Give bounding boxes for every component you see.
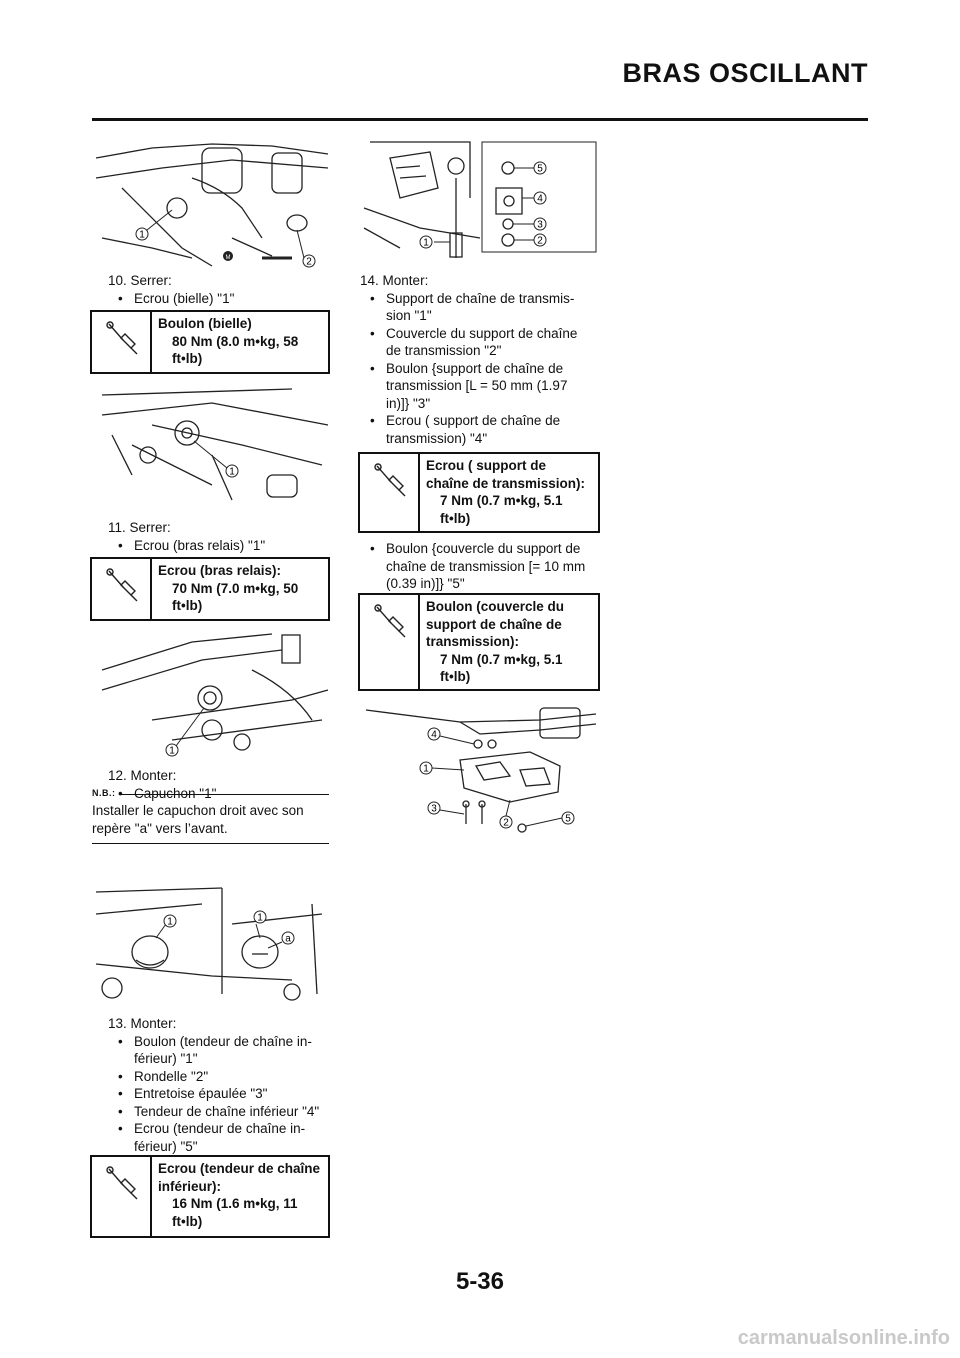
lubricant-marker: M [226, 255, 231, 261]
torque-wrench-icon [360, 454, 420, 531]
step-14: 14. Monter: Support de chaîne de transmi… [360, 272, 605, 447]
figure-chain-support-assembly: 4 1 3 2 5 [360, 700, 600, 835]
callout-1b: 1 [257, 913, 263, 924]
callout-1: 1 [139, 230, 145, 241]
callout-2: 2 [537, 236, 543, 247]
note-box: N.B.: Installer le capuchon droit avec s… [92, 788, 329, 844]
step-13: 13. Monter: Boulon (tendeur de chaîne in… [108, 1015, 338, 1155]
callout-a: a [285, 934, 291, 945]
callout-1: 1 [423, 238, 429, 249]
torque-wrench-icon [92, 559, 152, 619]
callout-1: 1 [229, 467, 235, 478]
list-item: Ecrou (tendeur de chaîne in-férieur) "5" [108, 1120, 338, 1155]
torque-wrench-icon [360, 595, 420, 689]
list-item: Rondelle "2" [108, 1068, 338, 1086]
torque-wrench-icon [92, 1157, 152, 1236]
step-11: 11. Serrer: Ecrou (bras relais) "1" [108, 519, 338, 554]
list-item: Ecrou (bras relais) "1" [108, 537, 338, 555]
list-item: Support de chaîne de transmis-sion "1" [360, 290, 605, 325]
figure-cap: 1 [92, 630, 330, 758]
step-10: 10. Serrer: Ecrou (bielle) "1" [108, 272, 338, 307]
callout-1: 1 [169, 746, 175, 757]
callout-2: 2 [503, 818, 509, 829]
callout-2: 2 [306, 257, 312, 268]
figure-cap-detail: 1 1 a [92, 884, 330, 1004]
page-number: 5-36 [455, 1268, 505, 1295]
list-item: Ecrou (bielle) "1" [108, 290, 338, 308]
callout-1: 1 [167, 917, 173, 928]
note-label: N.B.: [92, 788, 116, 798]
list-item: Ecrou ( support de chaîne detransmission… [360, 412, 605, 447]
callout-5: 5 [537, 164, 543, 175]
figure-swingarm-link-nut: 1 2 M [92, 138, 330, 270]
watermark: carmanualsonline.info [737, 1327, 950, 1349]
figure-relay-arm-nut: 1 [92, 385, 330, 507]
list-item: Capuchon "1" [108, 785, 338, 803]
page-title: BRAS OSCILLANT [622, 58, 868, 88]
list-item: Boulon (tendeur de chaîne in-férieur) "1… [108, 1033, 338, 1068]
list-item: Tendeur de chaîne inférieur "4" [108, 1103, 338, 1121]
callout-5: 5 [565, 814, 571, 825]
callout-3: 3 [431, 804, 437, 815]
callout-4: 4 [431, 730, 437, 741]
callout-4: 4 [537, 194, 543, 205]
callout-1: 1 [423, 764, 429, 775]
torque-wrench-icon [92, 312, 152, 372]
step-12: 12. Monter: Capuchon "1" [108, 767, 338, 802]
figure-chain-support-exploded: 1 5 4 3 2 [360, 138, 600, 268]
callout-3: 3 [537, 220, 543, 231]
header-rule [92, 118, 868, 121]
list-item: Entretoise épaulée "3" [108, 1085, 338, 1103]
list-item: Boulon {support de chaîne detransmission… [360, 360, 605, 413]
